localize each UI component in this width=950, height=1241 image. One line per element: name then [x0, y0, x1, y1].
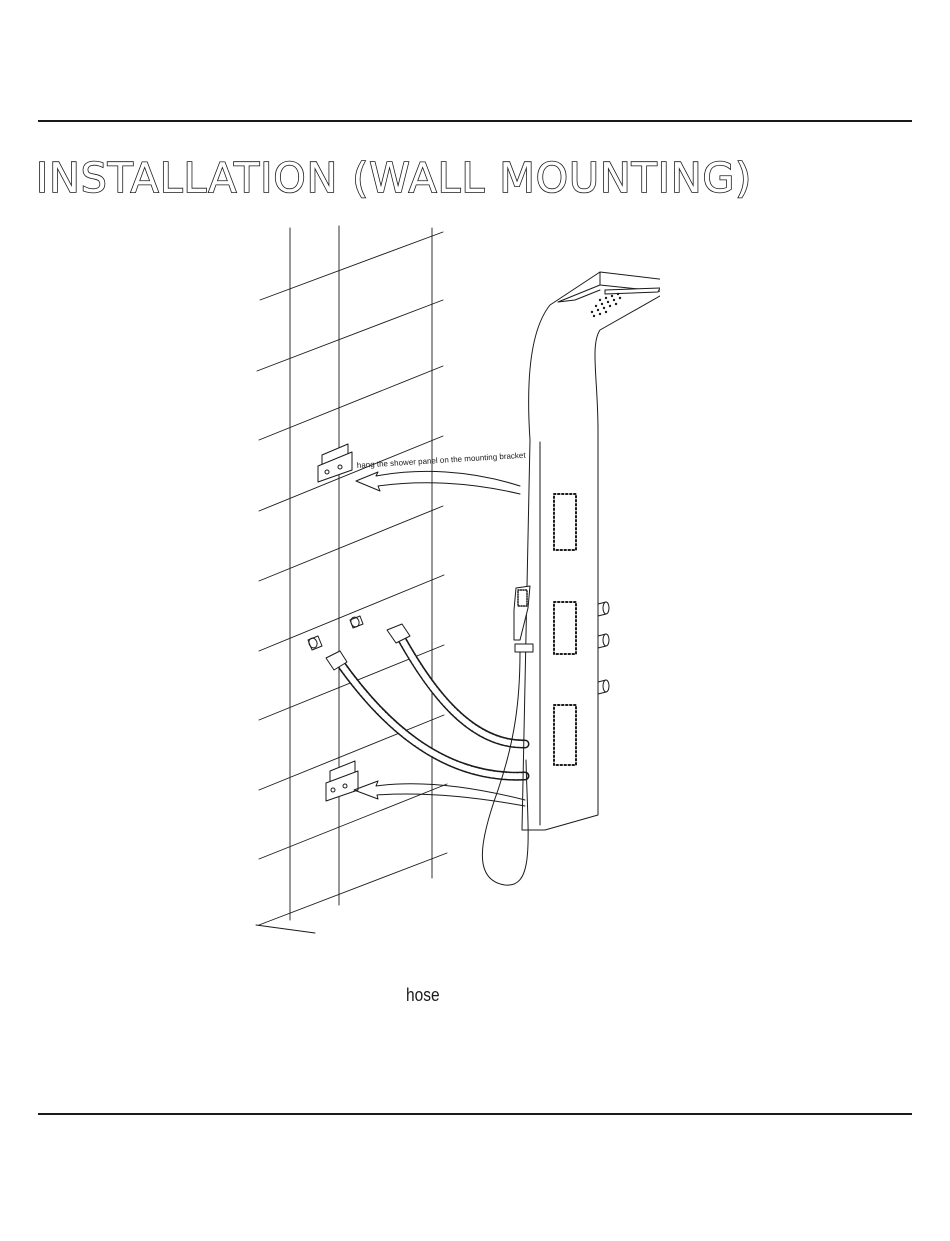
- hose-caption: hose: [406, 985, 440, 1006]
- body-jet-upper: [554, 494, 576, 550]
- body-jet-lower: [554, 705, 576, 765]
- top-rule: [38, 120, 912, 122]
- upper-mounting-bracket: [318, 444, 352, 482]
- hand-shower: [514, 586, 533, 652]
- control-knobs: [598, 602, 609, 694]
- tiled-wall: [256, 226, 447, 933]
- hand-shower-hose: [482, 652, 528, 885]
- wall-inlet-fittings: [308, 616, 363, 650]
- upper-arrow-icon: [356, 471, 520, 494]
- shower-panel: [522, 272, 660, 830]
- rain-shower-head: [591, 293, 621, 317]
- installation-diagram: hang the shower panel on the mounting br…: [240, 220, 660, 950]
- page-title: INSTALLATION (WALL MOUNTING): [36, 150, 752, 206]
- lower-mounting-bracket: [326, 761, 358, 801]
- bottom-rule: [38, 1113, 912, 1115]
- braided-supply-hoses: [326, 624, 525, 776]
- body-jet-middle: [554, 602, 576, 654]
- bracket-callout-text: hang the shower panel on the mounting br…: [357, 451, 527, 470]
